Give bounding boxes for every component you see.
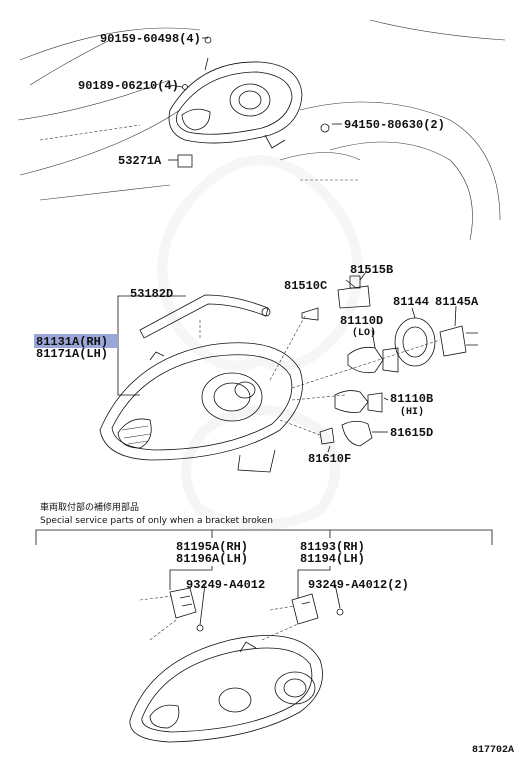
note-english: Special service parts of only when a bra… (40, 516, 273, 526)
label-81110b: 81110B (390, 392, 433, 406)
leader-lines-top (168, 37, 342, 161)
label-81615: 81615D (390, 426, 433, 440)
label-81144: 81144 (393, 295, 429, 309)
vehicle-body-sketch (17, 19, 506, 241)
installed-headlamp (168, 36, 330, 168)
label-90189: 90189-06210(4) (78, 79, 179, 93)
leader-lines-bottom (169, 566, 341, 626)
label-81131: 81131A(RH) (36, 335, 108, 349)
label-81171: 81171A(LH) (36, 347, 108, 361)
label-94150: 94150-80630(2) (344, 118, 445, 132)
label-93249-b: 93249-A4012(2) (308, 578, 409, 592)
label-lo: (LO) (352, 327, 376, 339)
service-parts-bracket (35, 529, 493, 545)
label-81193: 81193(RH) (300, 540, 365, 554)
watermark-emblem (157, 155, 363, 530)
label-90159: 90159-60498(4) (100, 32, 201, 46)
figure-id: 817702A (472, 745, 514, 756)
label-53271: 53271A (118, 154, 162, 168)
label-93249-a: 93249-A4012 (186, 578, 265, 592)
label-81194: 81194(LH) (300, 552, 365, 566)
label-53182: 53182D (130, 287, 173, 301)
exploded-headlamp (99, 275, 478, 473)
label-81610: 81610F (308, 452, 351, 466)
label-81145: 81145A (435, 295, 479, 309)
label-81510: 81510C (284, 279, 327, 293)
service-headlamp (129, 635, 323, 743)
label-81131-highlight (34, 334, 118, 348)
label-81195: 81195A(RH) (176, 540, 248, 554)
brackets-and-bolts (139, 587, 344, 641)
label-81110d: 81110D (340, 314, 383, 328)
label-81515: 81515B (350, 263, 393, 277)
label-81196: 81196A(LH) (176, 552, 248, 566)
label-hi: (HI) (400, 406, 424, 418)
note-japanese: 車両取付部の補修用部品 (40, 501, 139, 513)
